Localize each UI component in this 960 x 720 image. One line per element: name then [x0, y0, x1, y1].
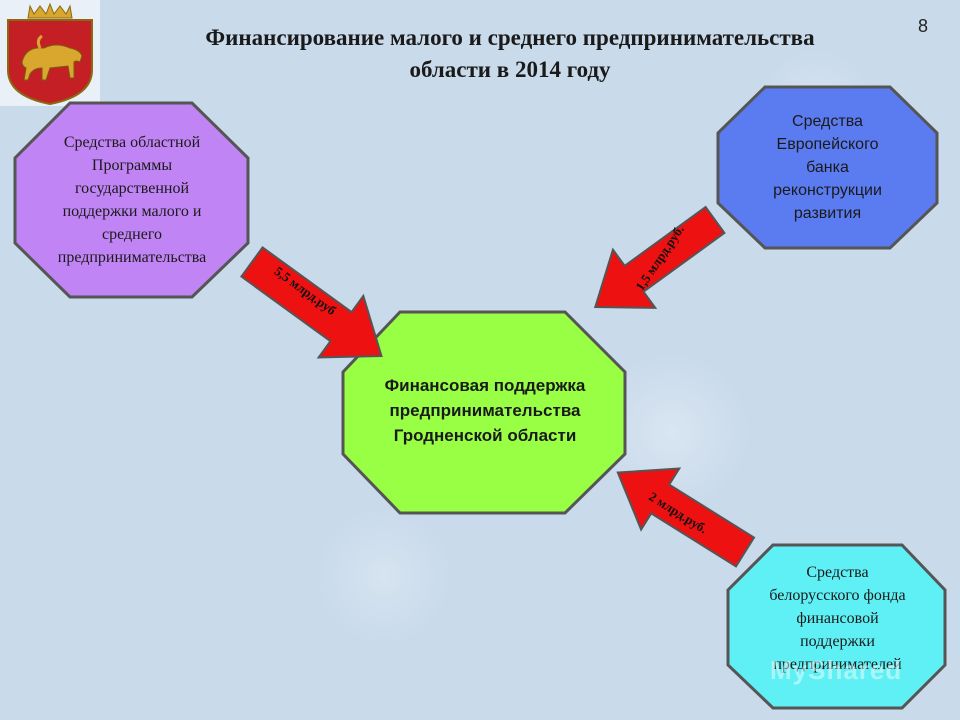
european-bank-line: Европейского: [776, 136, 879, 153]
european-bank-text: Средства Европейского банка реконструкци…: [725, 100, 930, 235]
center-support-text: Финансовая поддержка предпринимательства…: [345, 360, 625, 460]
regional-program-line: Средства областной: [63, 134, 201, 151]
belarus-fund-text: Средства белорусского фонда финансовой п…: [735, 557, 940, 679]
regional-program-line: предпринимательства: [57, 249, 207, 266]
belarus-fund-line: белорусского фонда: [769, 586, 906, 604]
regional-program-line: поддержки малого и: [62, 203, 202, 220]
page-number: 8: [918, 16, 929, 36]
regional-program-line: государственной: [74, 180, 190, 197]
center-support-line: Гродненской области: [393, 425, 577, 445]
belarus-fund-line: поддержки: [800, 632, 875, 650]
slide-title-line-2: области в 2014 году: [409, 57, 611, 82]
belarus-fund-line: предпринимателей: [773, 655, 902, 673]
european-bank-line: реконструкции: [773, 182, 882, 199]
regional-program-octagon: [13, 101, 250, 299]
arrow-european-to-center: [593, 205, 726, 309]
arrow-regional-to-center: [240, 246, 383, 359]
watermark: MyShared: [770, 655, 903, 685]
slide-title: Финансирование малого и среднего предпри…: [140, 22, 880, 86]
center-support-line: Финансовая поддержка: [384, 375, 586, 395]
slide-title-line-1: Финансирование малого и среднего предпри…: [205, 25, 815, 50]
european-bank-line: Средства: [792, 113, 863, 130]
belarus-fund-octagon: [726, 543, 947, 710]
regional-program-line: Программы: [91, 157, 173, 174]
belarus-fund-line: финансовой: [796, 609, 879, 627]
european-bank-octagon: [716, 85, 939, 250]
center-support-octagon: [341, 310, 627, 515]
coat-of-arms-emblem: [0, 0, 100, 106]
arrow-fund-to-center: [616, 467, 756, 568]
european-bank-line: развития: [793, 205, 862, 222]
regional-program-line: среднего: [102, 226, 162, 243]
european-bank-line: банка: [806, 159, 849, 176]
belarus-fund-line: Средства: [806, 563, 869, 581]
center-support-line: предпринимательства: [389, 400, 581, 420]
regional-program-text: Средства областной Программы государстве…: [22, 120, 242, 280]
